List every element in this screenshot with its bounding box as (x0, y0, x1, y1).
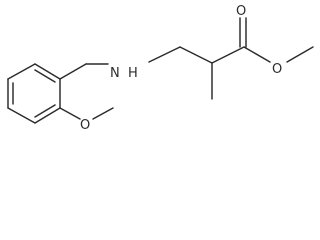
ester-oxygen-bond (243, 46, 271, 63)
ring-inner-double-bond (34, 69, 56, 83)
nitrogen-methylene-bond (148, 46, 181, 63)
methylene-methine-bond (179, 46, 213, 64)
carbonyl-oxygen-label: O (236, 4, 246, 19)
ester-methyl-bond (286, 46, 314, 63)
benzene-ring (7, 63, 61, 124)
ring-bond (34, 63, 61, 80)
chemical-structure-diagram: O N H O O (7, 4, 314, 133)
amine-hydrogen-label: H (128, 66, 138, 81)
aryl-ether-oxygen-label: O (80, 118, 90, 133)
ring-bond (7, 63, 36, 80)
amine-nitrogen-label: N (110, 66, 120, 81)
ring-bond (7, 107, 36, 124)
methoxy-methyl-bond (92, 107, 114, 120)
aryl-ether-bond (59, 107, 81, 120)
methine-carbonyl-bond (211, 46, 245, 64)
ester-oxygen-label: O (272, 62, 282, 77)
benzylic-bond (59, 63, 87, 80)
ring-inner-double-bond (34, 104, 56, 118)
ring-bond (34, 107, 61, 124)
